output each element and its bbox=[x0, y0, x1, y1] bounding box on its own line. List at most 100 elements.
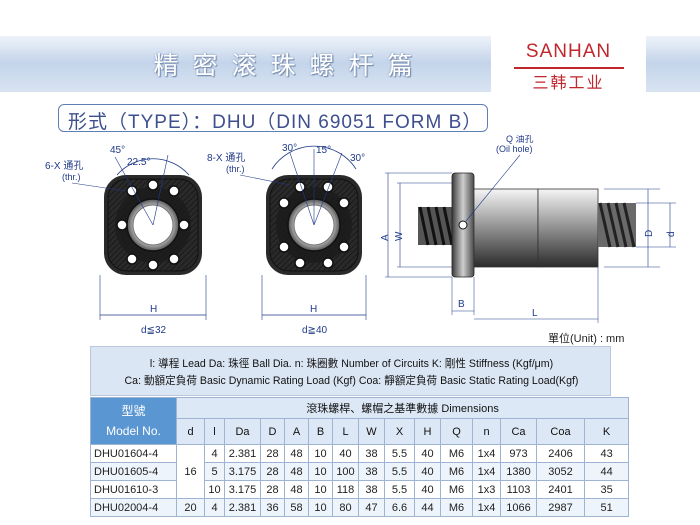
legend-line-2: Ca: 動額定負荷 Basic Dynamic Rating Load (Kgf… bbox=[124, 375, 579, 387]
cell-x: 5.5 bbox=[384, 444, 415, 463]
column-header-l: L bbox=[332, 418, 359, 445]
column-header-d: D bbox=[260, 418, 285, 445]
shaft-diameter-cell: 20 bbox=[176, 498, 205, 517]
cell-a: 48 bbox=[284, 480, 309, 499]
brand-name-cn: 三韩工业 bbox=[532, 75, 605, 92]
cell-coa: 2401 bbox=[536, 480, 585, 499]
dim-d-label: d bbox=[666, 231, 677, 237]
cell-l: 10 bbox=[204, 480, 225, 499]
oil-hole-label: Q 油孔 bbox=[506, 135, 534, 144]
cell-da: 2.381 bbox=[224, 444, 261, 463]
cell-h: 44 bbox=[414, 498, 441, 517]
model-cell: DHU01605-4 bbox=[90, 462, 177, 481]
flange-view-6-hole: 45° 22.5° 6-X 通孔 (thr.) H d≦32 bbox=[45, 145, 207, 335]
cell-d: 28 bbox=[260, 444, 285, 463]
model-header-cn: 型號 bbox=[121, 404, 146, 418]
cell-w: 47 bbox=[358, 498, 385, 517]
cell-x: 5.5 bbox=[384, 462, 415, 481]
hole-8x-label: 8-X 通孔 bbox=[207, 152, 245, 164]
cell-ca: 1066 bbox=[500, 498, 537, 517]
legend-panel: l: 導程 Lead Da: 珠徑 Ball Dia. n: 珠圈數 Numbe… bbox=[90, 346, 611, 396]
cell-n: 1x4 bbox=[472, 462, 501, 481]
type-title-box: 形式（TYPE）：DHU（DIN 69051 FORM B） bbox=[58, 104, 488, 133]
cell-l: 80 bbox=[332, 498, 359, 517]
cell-d: 28 bbox=[260, 462, 285, 481]
thr-label-left: (thr.) bbox=[62, 172, 81, 182]
dim-A-label: A bbox=[380, 234, 391, 241]
cell-q: M6 bbox=[440, 498, 473, 517]
cell-q: M6 bbox=[440, 462, 473, 481]
legend-line-1: l: 導程 Lead Da: 珠徑 Ball Dia. n: 珠圈數 Numbe… bbox=[149, 358, 554, 370]
cell-ca: 1380 bbox=[500, 462, 537, 481]
cell-w: 38 bbox=[358, 462, 385, 481]
cell-b: 10 bbox=[308, 480, 333, 499]
cell-da: 3.175 bbox=[224, 462, 261, 481]
dim-L-label: L bbox=[532, 308, 538, 319]
oil-hole-icon bbox=[458, 220, 468, 230]
cell-ca: 973 bbox=[500, 444, 537, 463]
cell-k: 44 bbox=[583, 462, 630, 481]
column-header-n: n bbox=[472, 418, 501, 445]
cell-x: 5.5 bbox=[384, 480, 415, 499]
cell-n: 1x4 bbox=[472, 444, 501, 463]
cell-coa: 3052 bbox=[536, 462, 585, 481]
bolt-holes bbox=[278, 181, 350, 269]
dim-D-label: D bbox=[644, 230, 655, 237]
cell-d: 36 bbox=[260, 498, 285, 517]
column-header-da: Da bbox=[224, 418, 261, 445]
type-title: 形式（TYPE）：DHU（DIN 69051 FORM B） bbox=[68, 112, 483, 133]
cell-d: 28 bbox=[260, 480, 285, 499]
column-header-w: W bbox=[358, 418, 385, 445]
column-header-l: l bbox=[204, 418, 225, 445]
cell-coa: 2406 bbox=[536, 444, 585, 463]
shaft-diameter-cell: 16 bbox=[176, 444, 205, 499]
page-title: 精密滚珠螺杆篇 bbox=[153, 51, 427, 80]
cell-x: 6.6 bbox=[384, 498, 415, 517]
cell-q: M6 bbox=[440, 444, 473, 463]
cell-ca: 1103 bbox=[500, 480, 537, 499]
dim-W-label: W bbox=[394, 231, 405, 241]
cell-h: 40 bbox=[414, 444, 441, 463]
column-header-ca: Ca bbox=[500, 418, 537, 445]
model-cell: DHU01610-3 bbox=[90, 480, 177, 499]
cell-l: 100 bbox=[332, 462, 359, 481]
angle-30a-label: 30° bbox=[282, 143, 297, 154]
unit-label: 單位(Unit) : mm bbox=[548, 333, 625, 345]
side-view: A W D d B L Q 油孔 bbox=[380, 135, 677, 323]
cell-h: 40 bbox=[414, 462, 441, 481]
brand-logo: SANHAN 三韩工业 bbox=[491, 36, 646, 92]
cell-n: 1x4 bbox=[472, 498, 501, 517]
cell-b: 10 bbox=[308, 444, 333, 463]
cell-n: 1x3 bbox=[472, 480, 501, 499]
flange-view-8-hole: 30° 15° 30° 8-X 通孔 (thr.) H d≧40 bbox=[207, 143, 367, 335]
column-header-a: A bbox=[284, 418, 309, 445]
column-header-k: K bbox=[583, 418, 630, 445]
column-header-b: B bbox=[308, 418, 333, 445]
cell-k: 43 bbox=[583, 444, 630, 463]
cell-q: M6 bbox=[440, 480, 473, 499]
cell-a: 48 bbox=[284, 444, 309, 463]
cell-k: 51 bbox=[583, 498, 630, 517]
model-cell: DHU01604-4 bbox=[90, 444, 177, 463]
cell-l: 5 bbox=[204, 462, 225, 481]
shaft-d40-label: d≧40 bbox=[302, 325, 328, 335]
column-header-coa: Coa bbox=[536, 418, 585, 445]
width-h-label-left: H bbox=[150, 304, 157, 315]
hole-6x-label: 6-X 通孔 bbox=[45, 160, 83, 172]
cell-l: 118 bbox=[332, 480, 359, 499]
model-cell: DHU02004-4 bbox=[90, 498, 177, 517]
angle-15-label: 15° bbox=[316, 145, 331, 156]
cell-da: 2.381 bbox=[224, 498, 261, 517]
model-header-en: Model No. bbox=[106, 424, 161, 438]
cell-b: 10 bbox=[308, 462, 333, 481]
brand-divider bbox=[514, 67, 624, 69]
cell-a: 48 bbox=[284, 462, 309, 481]
cell-coa: 2987 bbox=[536, 498, 585, 517]
width-h-label-mid: H bbox=[310, 304, 317, 315]
angle-30c-label: 30° bbox=[350, 153, 365, 164]
column-header-x: X bbox=[384, 418, 415, 445]
